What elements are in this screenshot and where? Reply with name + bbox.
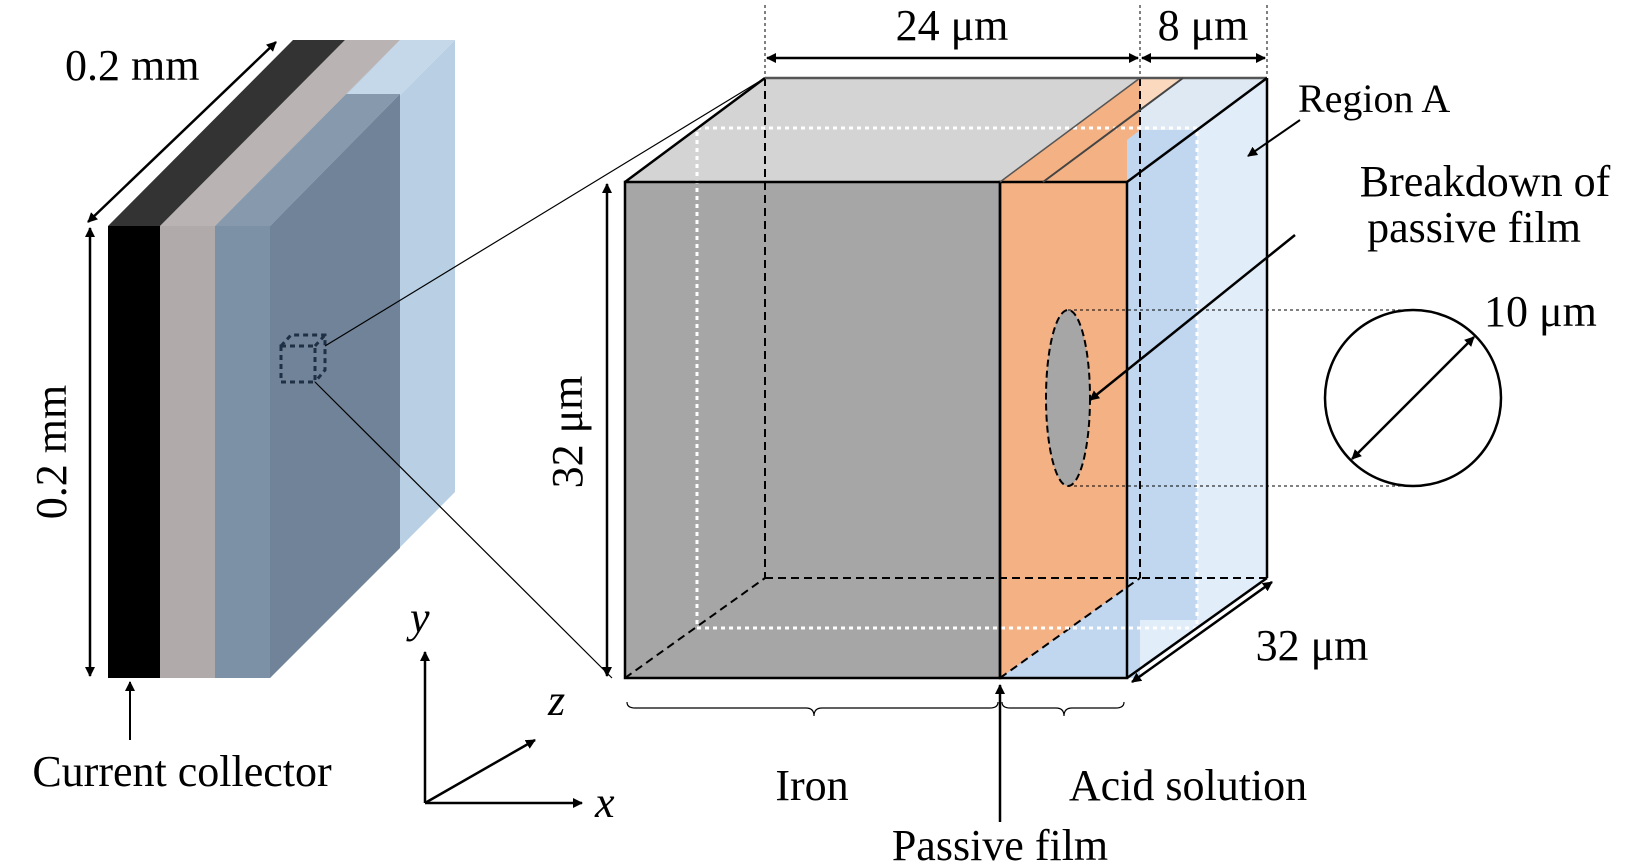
- iron-front-face: [625, 182, 1000, 678]
- pit-diameter-label: 10 μm: [1484, 287, 1597, 336]
- stack-layer-film-side: [270, 94, 400, 678]
- acid-mid: [1127, 130, 1140, 678]
- simulation-box: [623, 76, 1269, 680]
- inner-frame-dotted: [695, 126, 1199, 630]
- hidden-edges: [624, 78, 1267, 679]
- acid-width-label: 8 μm: [1158, 1, 1249, 50]
- iron-width-label: 24 μm: [896, 1, 1009, 50]
- stack-depth-arrow: [87, 41, 277, 223]
- zoom-region-marker: [279, 333, 327, 384]
- axis-z-label: z: [547, 676, 565, 725]
- breakdown-label-line2: passive film: [1367, 203, 1581, 252]
- acid-solution-label: Acid solution: [1069, 761, 1307, 810]
- region-a-label: Region A: [1298, 76, 1450, 121]
- zoom-guide-lines: [314, 77, 766, 679]
- cube-depth-label: 32 μm: [1256, 621, 1369, 670]
- passive-film-label: Passive film: [892, 821, 1108, 868]
- pit-diameter-detail: [1323, 308, 1503, 488]
- current-collector-layer: [108, 226, 160, 678]
- coordinate-axes: [420, 651, 583, 808]
- z-axis-arrow: [424, 738, 536, 805]
- region-a-pointer: [1247, 119, 1301, 157]
- stack-layer-film-front: [215, 226, 270, 678]
- stack-depth-label: 0.2 mm: [65, 41, 199, 90]
- axis-y-label: y: [406, 593, 430, 642]
- iron-top-face: [625, 78, 1140, 182]
- breakdown-label-line1: Breakdown of: [1360, 157, 1611, 206]
- current-collector-label: Current collector: [32, 747, 332, 796]
- cube-height-label: 32 μm: [543, 376, 592, 489]
- passive-film-breakdown-hole: [1045, 309, 1091, 487]
- stack-height-label: 0.2 mm: [27, 385, 76, 519]
- breakdown-pointer: [1089, 234, 1296, 401]
- stack-layer-gray-front: [160, 226, 215, 678]
- cube-depth-arrow: [1131, 580, 1273, 684]
- bottom-braces: [626, 701, 1125, 717]
- axis-x-label: x: [594, 778, 615, 827]
- iron-label: Iron: [775, 761, 848, 810]
- acid-mid-band: [1140, 130, 1197, 620]
- electrode-stack: [85, 40, 455, 740]
- dimension-guides: [764, 5, 1420, 487]
